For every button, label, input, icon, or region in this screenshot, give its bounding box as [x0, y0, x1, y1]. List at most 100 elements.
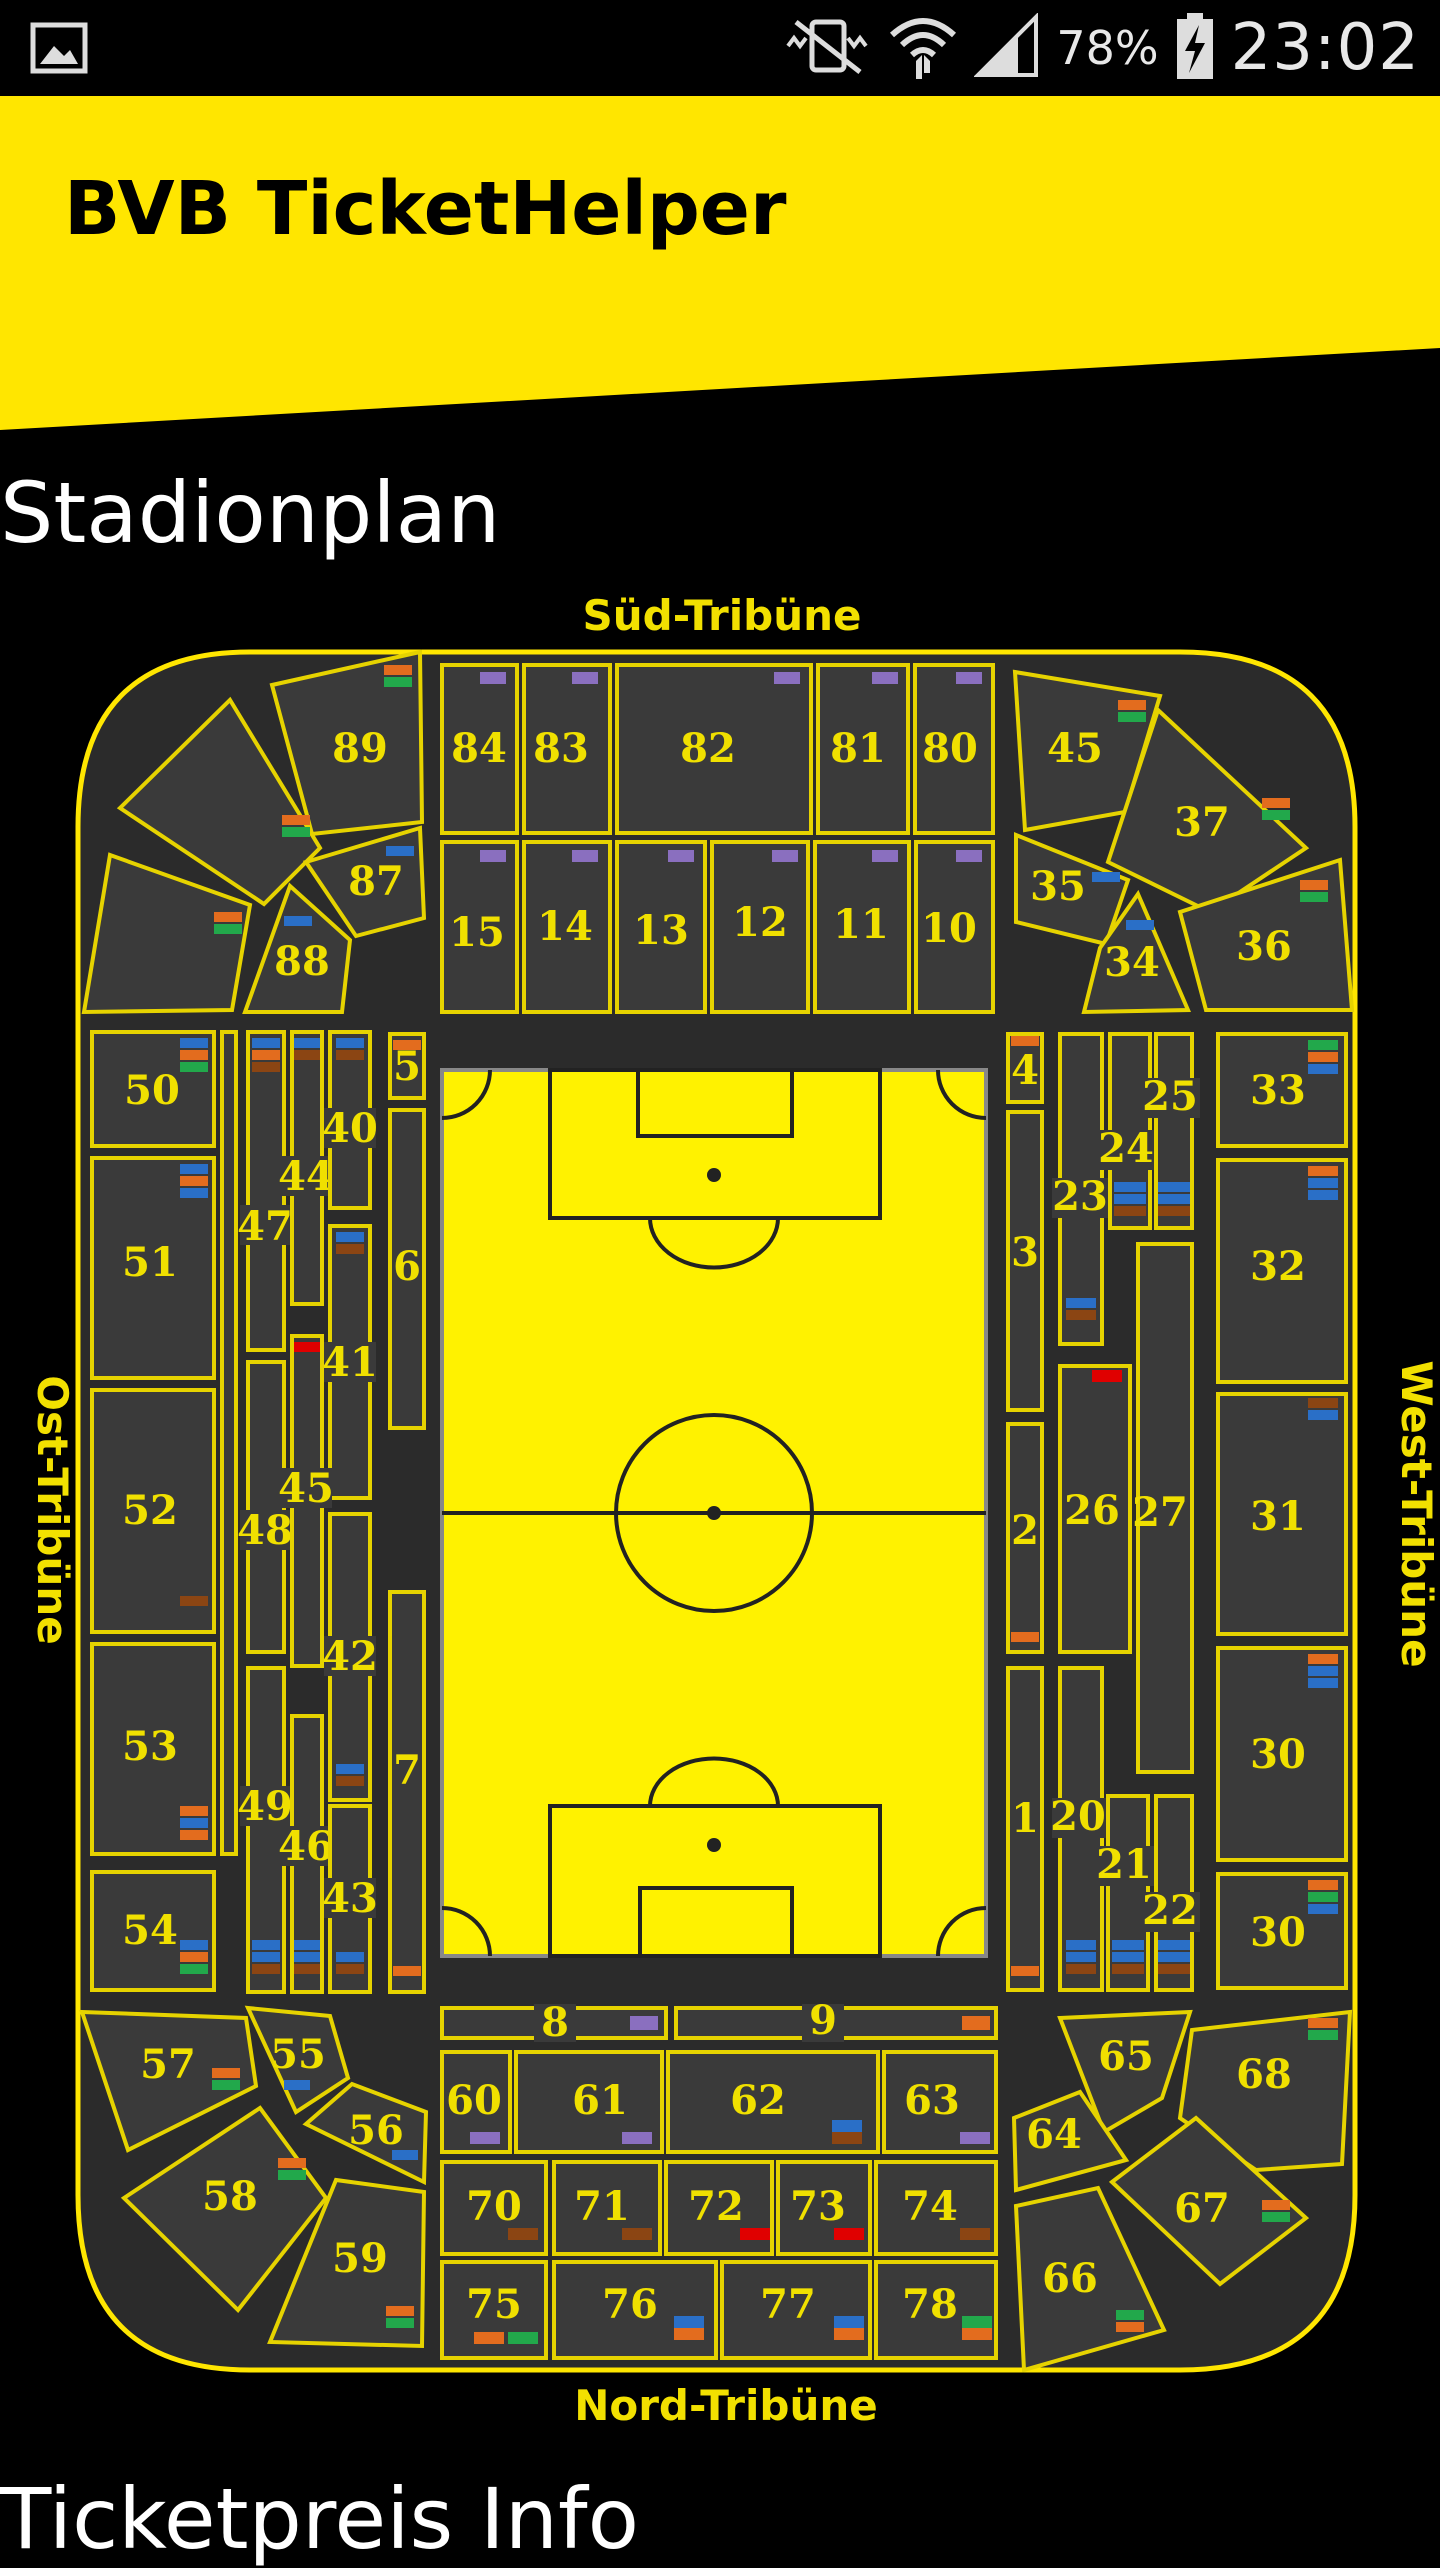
block-8[interactable]: 8: [440, 1999, 668, 2046]
block-25[interactable]: 25: [1142, 1032, 1200, 1230]
block-label: 35: [1030, 863, 1086, 910]
block-4[interactable]: 4: [1006, 1032, 1044, 1104]
block-label: 22: [1142, 1887, 1198, 1934]
block-84[interactable]: 84: [440, 663, 519, 835]
block-89[interactable]: [81, 852, 253, 1015]
block-61[interactable]: 61: [514, 2050, 664, 2154]
block-label: 83: [533, 725, 589, 772]
block-75[interactable]: 75: [440, 2260, 548, 2360]
block-label: 52: [122, 1487, 178, 1534]
block-53[interactable]: 53: [90, 1642, 216, 1856]
block-81[interactable]: 81: [816, 663, 910, 835]
block-64[interactable]: 64: [1011, 2089, 1130, 2193]
block-88[interactable]: [116, 696, 323, 907]
block-86[interactable]: 88: [242, 882, 353, 1014]
block-label: 47: [237, 1203, 293, 1250]
app-title: BVB TicketHelper: [64, 166, 787, 252]
block-14[interactable]: 14: [522, 840, 612, 1014]
block-68[interactable]: 68: [1177, 2009, 1353, 2173]
block-23[interactable]: 23: [1052, 1032, 1110, 1346]
block-37[interactable]: 36: [1177, 857, 1355, 1012]
block-5[interactable]: 5: [388, 1032, 426, 1100]
block-label: 64: [1026, 2111, 1082, 2158]
block-44[interactable]: 44: [278, 1030, 334, 1306]
block-13[interactable]: 13: [615, 840, 707, 1014]
block-65[interactable]: 65: [1057, 2009, 1193, 2135]
clock: 23:02: [1230, 11, 1420, 85]
status-bar: 78% 23:02: [0, 0, 1440, 96]
block-38[interactable]: 37: [1105, 706, 1310, 915]
block-label: 6: [393, 1243, 421, 1290]
block-67[interactable]: 67: [1108, 2115, 1310, 2287]
block-58[interactable]: 58: [120, 2105, 329, 2313]
block-85[interactable]: 87: [302, 825, 427, 939]
block-40[interactable]: 40: [322, 1030, 378, 1210]
block-47[interactable]: 47: [237, 1030, 293, 1352]
block-48[interactable]: 48: [237, 1360, 293, 1654]
block-3[interactable]: 3: [1006, 1110, 1044, 1412]
block-72[interactable]: 72: [664, 2160, 774, 2256]
block-49[interactable]: 49: [237, 1666, 293, 1994]
block-10[interactable]: 10: [914, 840, 995, 1014]
block-32[interactable]: 31: [1216, 1392, 1348, 1636]
block-label: 78: [902, 2281, 958, 2328]
block-33[interactable]: 32: [1216, 1158, 1348, 1384]
block-45[interactable]: 45: [278, 1334, 334, 1668]
block-31[interactable]: 30: [1216, 1646, 1348, 1862]
block-55[interactable]: 55: [244, 2005, 351, 2115]
block-66[interactable]: 66: [1013, 2185, 1167, 2373]
block-1[interactable]: 1: [1006, 1666, 1044, 1992]
block-9[interactable]: 9: [674, 1997, 998, 2044]
block-60[interactable]: 60: [440, 2050, 512, 2154]
block-63[interactable]: 63: [882, 2050, 998, 2154]
block-54[interactable]: 54: [90, 1870, 216, 1992]
block-57[interactable]: 57: [79, 2009, 259, 2153]
block-label: 45: [278, 1465, 334, 1512]
block-label: 88: [274, 938, 330, 985]
block-2[interactable]: 2: [1006, 1422, 1044, 1654]
block-77[interactable]: 77: [720, 2260, 872, 2360]
block-76[interactable]: 76: [552, 2260, 718, 2360]
block-59[interactable]: 59: [267, 2177, 427, 2349]
block-22[interactable]: 22: [1142, 1794, 1200, 1992]
block-56[interactable]: 56: [302, 2081, 429, 2186]
block-26[interactable]: 26: [1058, 1364, 1132, 1654]
section-title-ticket-info: Ticketpreis Info: [0, 2470, 639, 2568]
block-87[interactable]: 89: [269, 649, 425, 837]
block-label: 30: [1250, 1909, 1306, 1956]
block-6[interactable]: 6: [388, 1108, 426, 1430]
block-41[interactable]: 41: [322, 1224, 378, 1500]
stadium-plan: 84 83 82 81 80 15 14 13 12 11 10 89 87 8…: [28, 591, 1440, 2430]
block-35[interactable]: 34: [1081, 889, 1192, 1015]
block-51[interactable]: 51: [90, 1156, 216, 1380]
block-label: 21: [1096, 1841, 1152, 1888]
block-71[interactable]: 71: [552, 2160, 662, 2256]
block-24[interactable]: 24: [1098, 1032, 1156, 1230]
block-74[interactable]: 74: [874, 2160, 998, 2256]
block-43[interactable]: 43: [322, 1804, 378, 1994]
block-36[interactable]: 35: [1014, 832, 1131, 947]
block-83[interactable]: 83: [522, 663, 612, 835]
block-20[interactable]: 20: [1050, 1666, 1110, 1992]
block-11[interactable]: 11: [813, 840, 911, 1014]
block-52[interactable]: 52: [90, 1388, 216, 1634]
block-21[interactable]: 21: [1096, 1794, 1154, 1992]
block-34[interactable]: 33: [1216, 1032, 1348, 1148]
block-50[interactable]: 50: [90, 1030, 216, 1148]
block-42[interactable]: 42: [322, 1512, 378, 1802]
block-82[interactable]: 82: [615, 663, 813, 835]
block-label: 11: [833, 901, 889, 948]
block-80[interactable]: 80: [913, 663, 995, 835]
block-7[interactable]: 7: [388, 1590, 426, 1994]
block-62[interactable]: 62: [666, 2050, 880, 2154]
block-label: 89: [332, 725, 388, 772]
block-12[interactable]: 12: [710, 840, 810, 1014]
block-27[interactable]: 27: [1132, 1242, 1194, 1774]
block-label: 80: [922, 725, 978, 772]
block-70[interactable]: 70: [440, 2160, 548, 2256]
block-73[interactable]: 73: [776, 2160, 872, 2256]
block-46[interactable]: 46: [278, 1714, 334, 1994]
block-15[interactable]: 15: [440, 840, 519, 1014]
block-78[interactable]: 78: [874, 2260, 998, 2360]
